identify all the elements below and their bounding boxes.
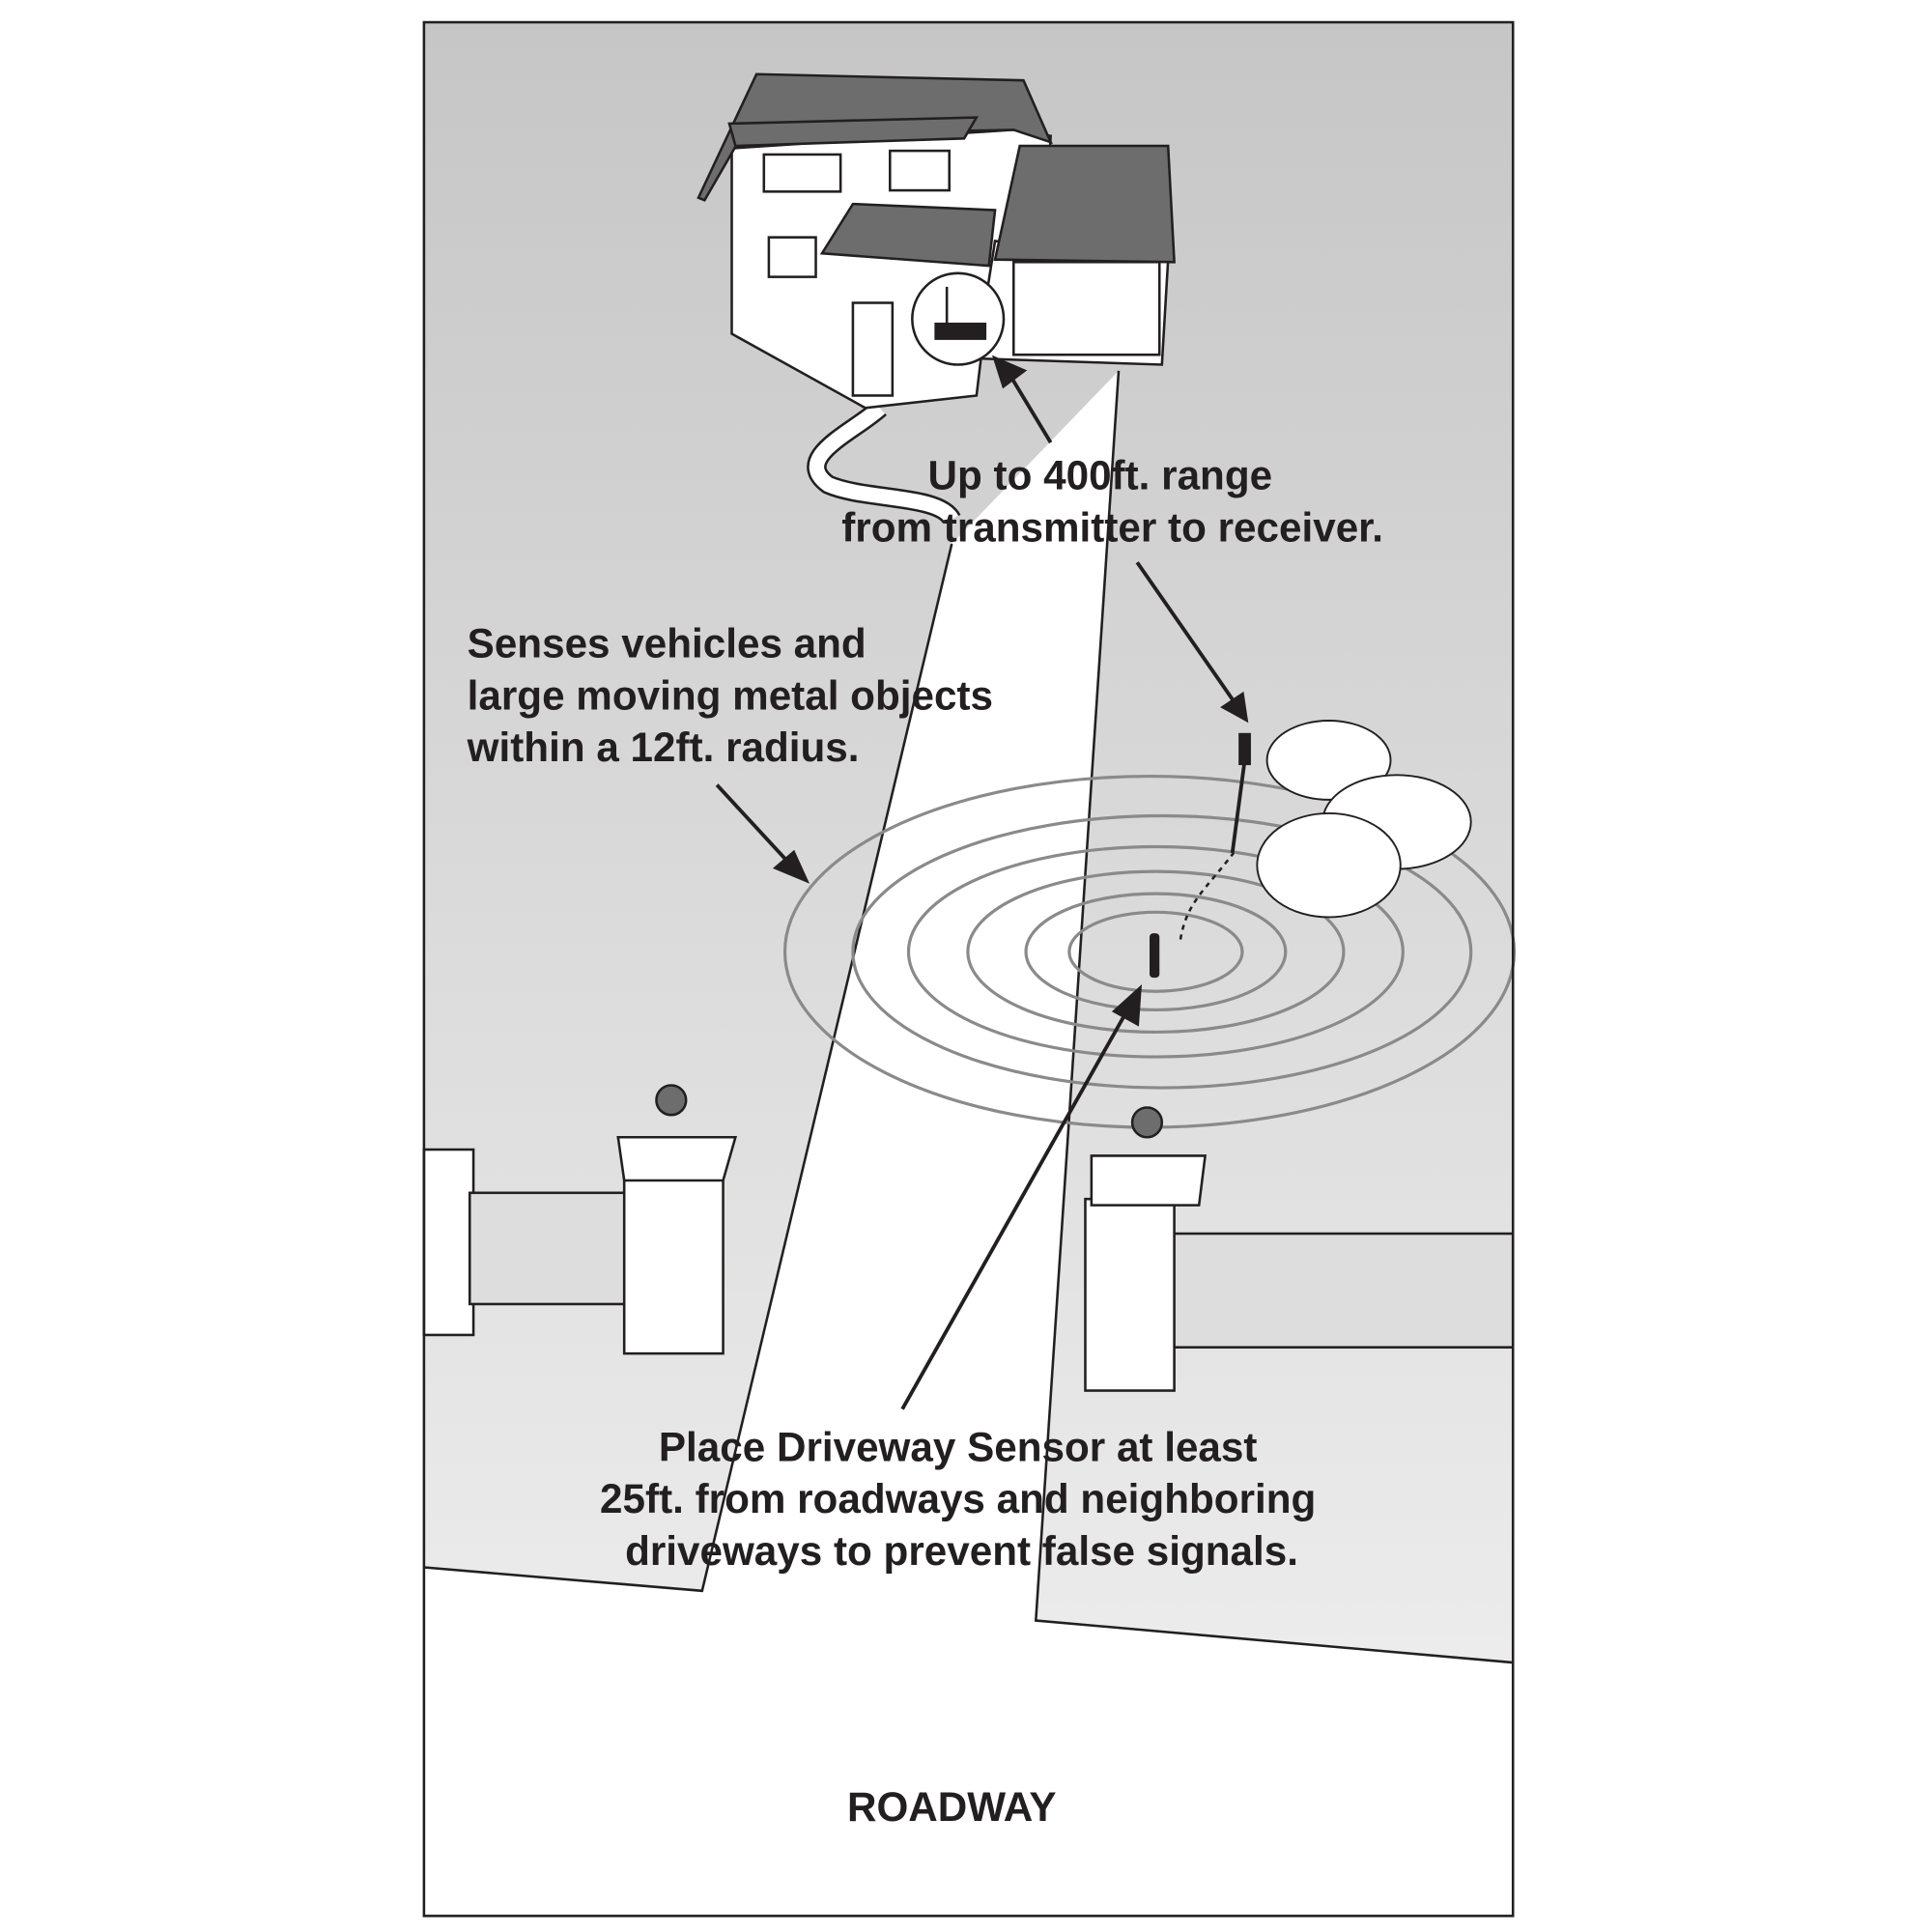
placement-line-1: Place Driveway Sensor at least xyxy=(659,1424,1258,1469)
arrows xyxy=(715,355,1249,1410)
gate-left xyxy=(422,1084,738,1355)
range-line-2: from transmitter to receiver. xyxy=(841,504,1383,550)
transmitter-antenna-icon xyxy=(1230,759,1247,854)
placement-line-3: driveways to prevent false signals. xyxy=(625,1528,1298,1574)
placement-line-2: 25ft. from roadways and neighboring xyxy=(600,1476,1316,1521)
placement-annotation: Place Driveway Sensor at least 25ft. fro… xyxy=(600,1424,1316,1573)
range-line-1: Up to 400ft. range xyxy=(928,453,1273,498)
senses-annotation: Senses vehicles and large moving metal o… xyxy=(467,621,993,770)
senses-line-3: within a 12ft. radius. xyxy=(467,724,860,770)
sensor-cable xyxy=(1179,852,1236,940)
gate-right xyxy=(1084,1106,1515,1392)
range-annotation: Up to 400ft. range from transmitter to r… xyxy=(841,453,1383,551)
senses-line-1: Senses vehicles and xyxy=(468,621,867,667)
driveway-right-edge xyxy=(1034,370,1514,1664)
frame-border xyxy=(422,20,1515,1918)
roadway-label: ROADWAY xyxy=(847,1784,1057,1830)
transmitter-icon xyxy=(1238,732,1251,766)
house xyxy=(696,72,1176,410)
driveway-left-edge xyxy=(423,543,953,1593)
bush-icon xyxy=(1256,720,1472,919)
senses-line-2: large moving metal objects xyxy=(468,672,993,718)
driveway-sensor-icon xyxy=(1150,933,1160,979)
